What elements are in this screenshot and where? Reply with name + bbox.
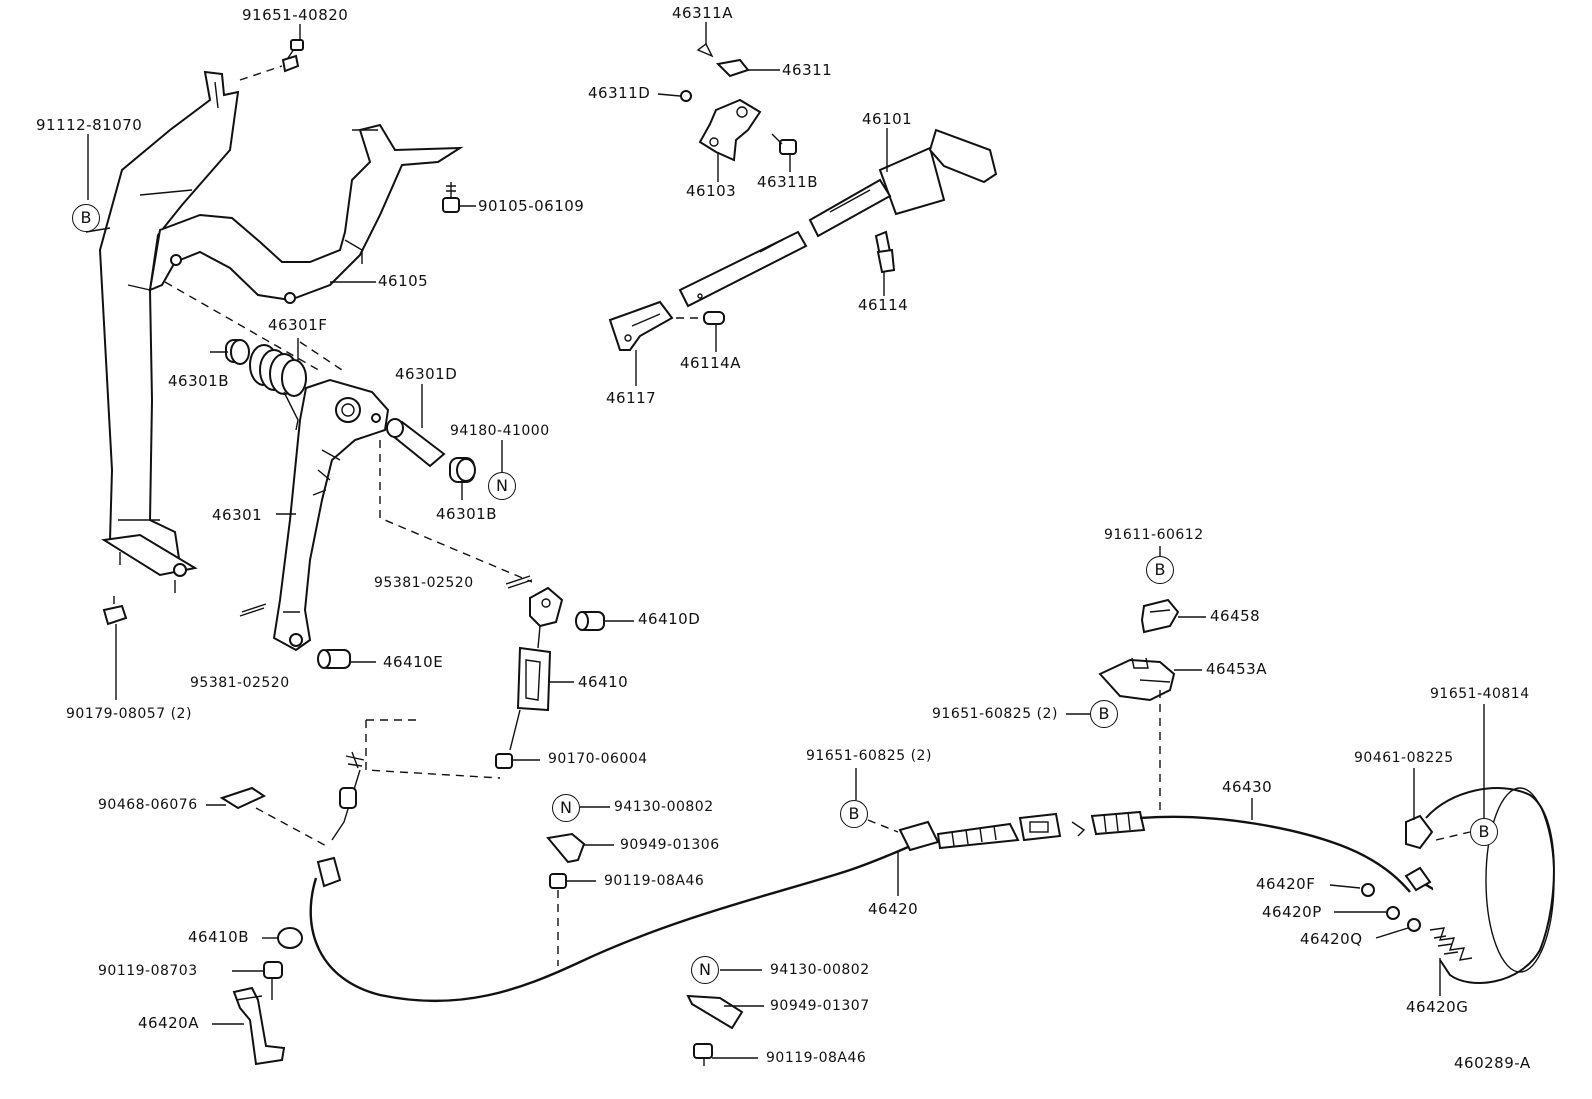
- nut-marker-N-2: N: [552, 794, 580, 822]
- shaft-46301D: [386, 418, 446, 468]
- pin-46114A: [676, 311, 725, 325]
- label-46420Q: 46420Q: [1300, 930, 1363, 948]
- label-90468-06076: 90468-06076: [98, 797, 198, 813]
- diagram-id: 460289-A: [1454, 1054, 1531, 1072]
- label-46311: 46311: [782, 61, 833, 79]
- bushing-46301B-top: [225, 339, 250, 365]
- label-46420P: 46420P: [1262, 903, 1322, 921]
- label-94130-00802-b: 94130-00802: [770, 962, 870, 978]
- clevis-46410: [495, 586, 564, 769]
- label-46458: 46458: [1210, 607, 1261, 625]
- bolt-marker-B-2: B: [1146, 556, 1174, 584]
- label-95381-02520-b: 95381-02520: [190, 675, 290, 691]
- label-94180-41000: 94180-41000: [450, 423, 550, 439]
- label-91651-40820: 91651-40820: [242, 6, 349, 24]
- label-46410: 46410: [578, 673, 629, 691]
- label-46301B-bottom: 46301B: [436, 505, 498, 523]
- bushing-46301B-bottom: [449, 457, 476, 483]
- bolt-marker-B-3: B: [1090, 700, 1118, 728]
- support-46105: [148, 123, 464, 304]
- label-90119-08703: 90119-08703: [98, 963, 198, 979]
- label-91611-60612: 91611-60612: [1104, 527, 1204, 543]
- clip-90468-06076: [219, 786, 331, 849]
- pin-46410D: [575, 611, 605, 631]
- label-46105: 46105: [378, 272, 429, 290]
- label-90179-08057: 90179-08057 (2): [66, 706, 192, 722]
- label-90119-08A46-a: 90119-08A46: [604, 873, 705, 889]
- bracket-46453A: [1098, 657, 1176, 702]
- cable-46420: [309, 751, 1062, 1003]
- lever-46101: [678, 128, 998, 308]
- label-46430: 46430: [1222, 778, 1273, 796]
- label-90105-06109: 90105-06109: [478, 197, 585, 215]
- label-90461-08225: 90461-08225: [1354, 750, 1454, 766]
- brake-drum: [1405, 787, 1555, 984]
- label-46453A: 46453A: [1206, 660, 1267, 678]
- label-90170-06004: 90170-06004: [548, 751, 648, 767]
- bracket-46458: [1140, 598, 1180, 634]
- label-46101: 46101: [862, 110, 913, 128]
- label-90119-08A46-b: 90119-08A46: [766, 1050, 867, 1066]
- label-91651-40814: 91651-40814: [1430, 686, 1530, 702]
- bracket-46117: [608, 300, 674, 351]
- label-46410E: 46410E: [383, 653, 444, 671]
- nut-marker-N-3: N: [691, 956, 719, 984]
- washer-46420P: [1386, 906, 1400, 920]
- label-46114A: 46114A: [680, 354, 741, 372]
- label-46301B-top: 46301B: [168, 372, 230, 390]
- label-46410D: 46410D: [638, 610, 701, 628]
- bracket-90949-01306: [546, 832, 586, 966]
- nut-marker-N-1: N: [488, 472, 516, 500]
- label-90949-01307: 90949-01307: [770, 998, 870, 1014]
- bracket-assembly: [98, 70, 240, 593]
- label-91651-60825-b: 91651-60825 (2): [806, 748, 932, 764]
- label-46114: 46114: [858, 296, 909, 314]
- label-46301D: 46301D: [395, 365, 458, 383]
- label-95381-02520-a: 95381-02520: [374, 575, 474, 591]
- pedal-46301: [272, 378, 390, 652]
- washer-46420Q: [1407, 918, 1421, 932]
- bolt-91651-40820: [239, 39, 304, 81]
- nut-90179-08057: [102, 596, 128, 626]
- label-46117: 46117: [606, 389, 657, 407]
- label-94130-00802-a: 94130-00802: [614, 799, 714, 815]
- clip-46311D: [680, 90, 692, 102]
- label-46301: 46301: [212, 506, 263, 524]
- label-90949-01306: 90949-01306: [620, 837, 720, 853]
- label-46420A: 46420A: [138, 1014, 199, 1032]
- ratchet-46103: [698, 98, 762, 162]
- bolt-90105-06109: [442, 182, 460, 213]
- washer-46420F: [1361, 883, 1375, 897]
- spring-46420G: [1429, 927, 1473, 961]
- label-46311D: 46311D: [588, 84, 651, 102]
- label-46420G: 46420G: [1406, 998, 1469, 1016]
- spring-46301F: [249, 344, 307, 431]
- bolt-46114: [874, 230, 896, 274]
- label-46311A: 46311A: [672, 4, 733, 22]
- clamp-46420A: [232, 961, 286, 1066]
- label-46420: 46420: [868, 900, 919, 918]
- label-46311B: 46311B: [757, 173, 819, 191]
- bolt-marker-B-5: B: [1470, 818, 1498, 846]
- label-46301F: 46301F: [268, 316, 328, 334]
- bolt-marker-B-4: B: [840, 800, 868, 828]
- label-46420F: 46420F: [1256, 875, 1316, 893]
- leader-lines: [85, 22, 1485, 1059]
- grommet-46410B: [277, 927, 303, 949]
- label-46410B: 46410B: [188, 928, 250, 946]
- bracket-90949-01307: [686, 994, 744, 1066]
- bolt-46410E: [317, 649, 351, 669]
- pawl-46311: [696, 42, 750, 78]
- label-91651-60825-a: 91651-60825 (2): [932, 706, 1058, 722]
- label-46103: 46103: [686, 182, 737, 200]
- bolt-marker-B: B: [72, 204, 100, 232]
- bolt-46311B: [771, 133, 797, 155]
- label-91112-81070: 91112-81070: [36, 116, 143, 134]
